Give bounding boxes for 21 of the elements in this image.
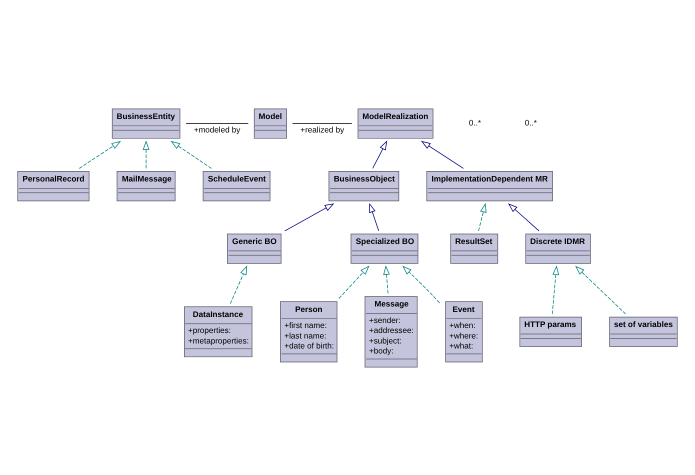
edge-label: +modeled by	[194, 124, 240, 134]
edge-label: +realized by	[300, 124, 344, 134]
arrow	[372, 140, 388, 168]
arrow	[338, 265, 370, 298]
arrow	[142, 140, 150, 168]
connector	[186, 122, 249, 124]
arrow	[508, 202, 540, 231]
arrow	[284, 202, 334, 231]
label: 0..*	[524, 118, 537, 128]
arrow	[478, 202, 487, 231]
arrow	[552, 264, 560, 314]
arrow	[230, 264, 248, 304]
arrow	[575, 265, 626, 314]
arrow	[421, 140, 464, 168]
arrow	[383, 264, 390, 294]
arrow	[369, 202, 380, 231]
arrow	[170, 140, 212, 168]
arrow	[402, 265, 440, 303]
connector	[292, 122, 352, 124]
label: 0..*	[468, 118, 482, 128]
arrow	[78, 140, 122, 168]
